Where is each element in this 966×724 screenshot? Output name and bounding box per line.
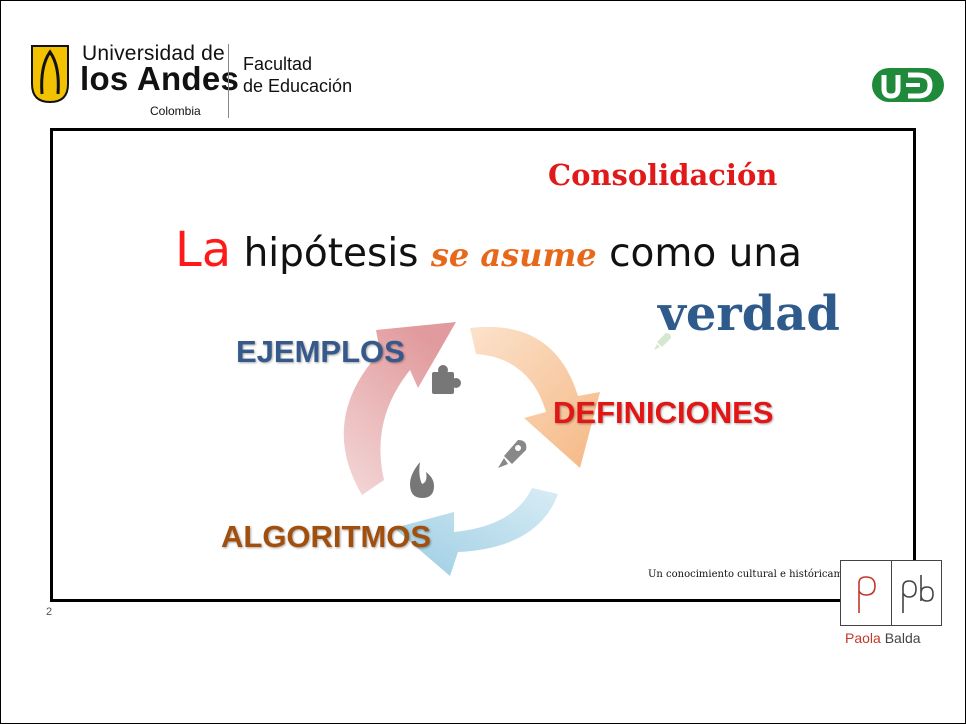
cycle-diagram [343,322,600,576]
slide-title: Consolidación [548,158,778,192]
brand-name-last: Balda [884,630,921,646]
cycle-arrow-red [343,322,456,495]
small-rocket-icon [654,333,671,350]
label-algorithms: ALGORITMOS [221,519,432,554]
faculty-line1: Facultad [243,54,313,74]
university-country: Colombia [150,104,201,118]
hypothesis-la: La [175,222,232,278]
brand-name-first: Paola [845,630,881,646]
cycle-arrow-orange [470,326,600,468]
university-name-line1: Universidad de [82,42,225,65]
uniandes-shield-icon [31,45,69,104]
brand-name: Paola Balda [845,630,921,646]
rocket-icon [498,440,527,468]
hypothesis-emphasis: se asume [430,236,597,274]
logo-divider [891,561,892,625]
header-divider [228,44,229,118]
puzzle-icon [432,365,461,394]
ud-logo-icon [872,68,944,102]
hypothesis-part2: como una [609,231,802,276]
slide-frame [50,128,916,602]
slide-footer-text: Un conocimiento cultural e históricam [648,569,843,580]
slide-number: 2 [46,606,53,618]
label-examples: EJEMPLOS [236,334,405,369]
flame-icon [410,462,434,498]
cycle-arrow-blue [394,488,558,576]
hypothesis-part1: hipótesis [243,231,419,276]
hypothesis-line: La hipótesis se asume como una [175,222,802,278]
faculty-line2: de Educación [243,76,353,96]
hypothesis-last-word: verdad [658,286,840,342]
label-definitions: DEFINICIONES [553,395,774,430]
university-name-line2: los Andes [80,60,240,97]
logo-p-glyph-icon [858,576,876,613]
paola-balda-logo [840,560,942,626]
logo-pb-glyph-icon [902,575,934,613]
